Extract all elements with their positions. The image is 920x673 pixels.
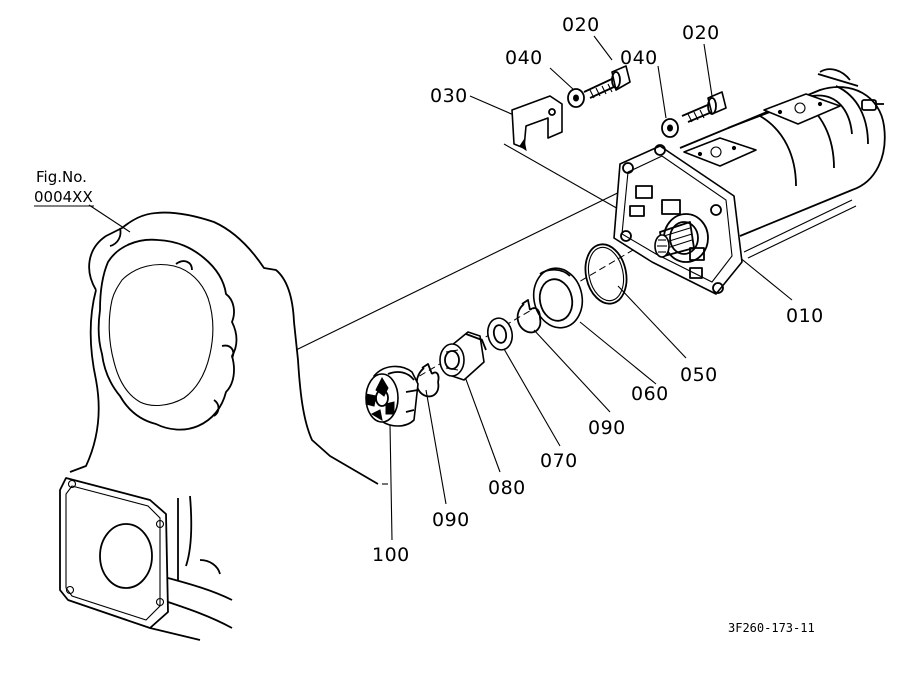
hydraulic-pump-assembly [613, 68, 886, 295]
part-label-090-left: 090 [432, 509, 470, 531]
circlip-090-lower [415, 363, 440, 398]
spacer-ring-060 [532, 267, 584, 329]
figure-ref-number: 0004XX [34, 188, 93, 206]
bolt-020-a [583, 65, 631, 99]
figure-ref-label: Fig.No. [36, 168, 87, 186]
part-label-020-a: 020 [562, 14, 600, 36]
part-label-050: 050 [680, 364, 718, 386]
circlip-090-upper [516, 299, 542, 334]
part-label-060: 060 [631, 383, 669, 405]
part-label-080: 080 [488, 477, 526, 499]
part-label-090-right: 090 [588, 417, 626, 439]
bracket-plate-030 [511, 95, 563, 152]
bolt-020-b [681, 91, 727, 123]
part-label-010: 010 [786, 305, 824, 327]
part-label-040-b: 040 [620, 47, 658, 69]
coupling-100 [365, 365, 419, 427]
transmission-housing [59, 211, 379, 641]
part-label-100: 100 [372, 544, 410, 566]
part-label-070: 070 [540, 450, 578, 472]
washer-070 [486, 317, 514, 351]
part-label-040-a: 040 [505, 47, 543, 69]
leader-lines [88, 35, 793, 541]
coupling-080 [439, 331, 487, 381]
part-label-020-b: 020 [682, 22, 720, 44]
o-ring-050 [584, 243, 628, 305]
drawing-code: 3F260-173-11 [728, 621, 815, 635]
part-labels: Fig.No. 0004XX 020 020 040 040 030 010 0… [34, 14, 824, 635]
part-label-030: 030 [430, 85, 468, 107]
washer-040-b [661, 118, 679, 138]
washer-040-a [567, 88, 585, 108]
